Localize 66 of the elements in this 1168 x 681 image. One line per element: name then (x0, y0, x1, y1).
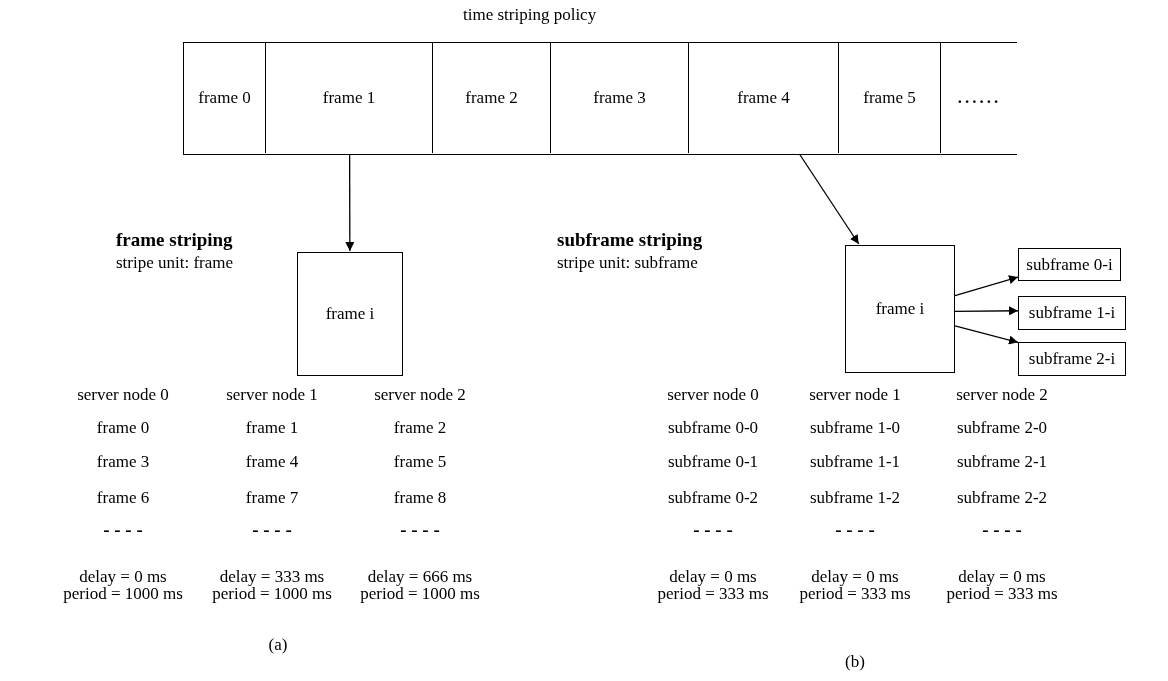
table-entry: frame 4 (245, 453, 299, 471)
column-heading: server node 0 (77, 386, 169, 404)
table-entry: subframe 1-0 (809, 419, 901, 437)
delay-value: delay = 0 ms (669, 568, 757, 586)
arrow (954, 306, 1019, 316)
period-value: period = 1000 ms (360, 585, 480, 603)
section-heading: frame striping (116, 231, 233, 249)
stripe-unit-text: stripe unit: frame (116, 254, 234, 272)
arrow (798, 153, 860, 245)
table-entry: subframe 0-2 (667, 489, 759, 507)
frame-box: frame i (845, 245, 955, 373)
table-entry: frame 2 (393, 419, 447, 437)
frame-cell: frame 3 (551, 43, 689, 153)
continuation-cell: ...... (941, 43, 1018, 153)
table-entry: subframe 0-1 (667, 453, 759, 471)
strip-heading: time striping policy (463, 6, 597, 24)
table-entry: frame 7 (245, 489, 299, 507)
column-heading: server node 2 (374, 386, 466, 404)
panel-caption: (a) (268, 636, 288, 654)
ellipsis-dashes: - - - - (835, 521, 875, 539)
frame-cell: frame 4 (689, 43, 839, 153)
table-entry: frame 6 (96, 489, 150, 507)
frame-cell: frame 1 (266, 43, 433, 153)
delay-value: delay = 0 ms (811, 568, 899, 586)
subframe-box: subframe 2-i (1018, 342, 1126, 376)
frame-cell: frame 0 (184, 43, 266, 153)
table-entry: frame 0 (96, 419, 150, 437)
table-entry: subframe 2-0 (956, 419, 1048, 437)
table-entry: frame 8 (393, 489, 447, 507)
frame-cell: frame 2 (433, 43, 551, 153)
stripe-unit-text: stripe unit: subframe (557, 254, 698, 272)
panel-caption: (b) (845, 653, 865, 671)
ellipsis-dashes: - - - - (400, 521, 440, 539)
period-value: period = 333 ms (657, 585, 769, 603)
table-entry: subframe 2-2 (956, 489, 1048, 507)
ellipsis-dashes: - - - - (693, 521, 733, 539)
column-heading: server node 2 (956, 386, 1048, 404)
ellipsis-dashes: - - - - (252, 521, 292, 539)
ellipsis-dashes: - - - - (982, 521, 1022, 539)
table-entry: frame 1 (245, 419, 299, 437)
ellipsis-dashes: - - - - (103, 521, 143, 539)
period-value: period = 1000 ms (212, 585, 332, 603)
table-entry: frame 5 (393, 453, 447, 471)
period-value: period = 333 ms (799, 585, 911, 603)
period-value: period = 333 ms (946, 585, 1058, 603)
period-value: period = 1000 ms (63, 585, 183, 603)
arrow (954, 275, 1019, 297)
subframe-box: subframe 1-i (1018, 296, 1126, 330)
table-entry: subframe 2-1 (956, 453, 1048, 471)
table-entry: frame 3 (96, 453, 150, 471)
delay-value: delay = 0 ms (958, 568, 1046, 586)
table-entry: subframe 0-0 (667, 419, 759, 437)
frame-cell: frame 5 (839, 43, 941, 153)
column-heading: server node 1 (809, 386, 901, 404)
arrow (345, 153, 355, 252)
arrow (954, 325, 1019, 345)
table-entry: subframe 1-2 (809, 489, 901, 507)
subframe-box: subframe 0-i (1018, 248, 1121, 281)
table-entry: subframe 1-1 (809, 453, 901, 471)
column-heading: server node 1 (226, 386, 318, 404)
frame-box: frame i (297, 252, 403, 376)
section-heading: subframe striping (557, 231, 703, 249)
delay-value: delay = 0 ms (79, 568, 167, 586)
delay-value: delay = 666 ms (367, 568, 473, 586)
column-heading: server node 0 (667, 386, 759, 404)
delay-value: delay = 333 ms (219, 568, 325, 586)
